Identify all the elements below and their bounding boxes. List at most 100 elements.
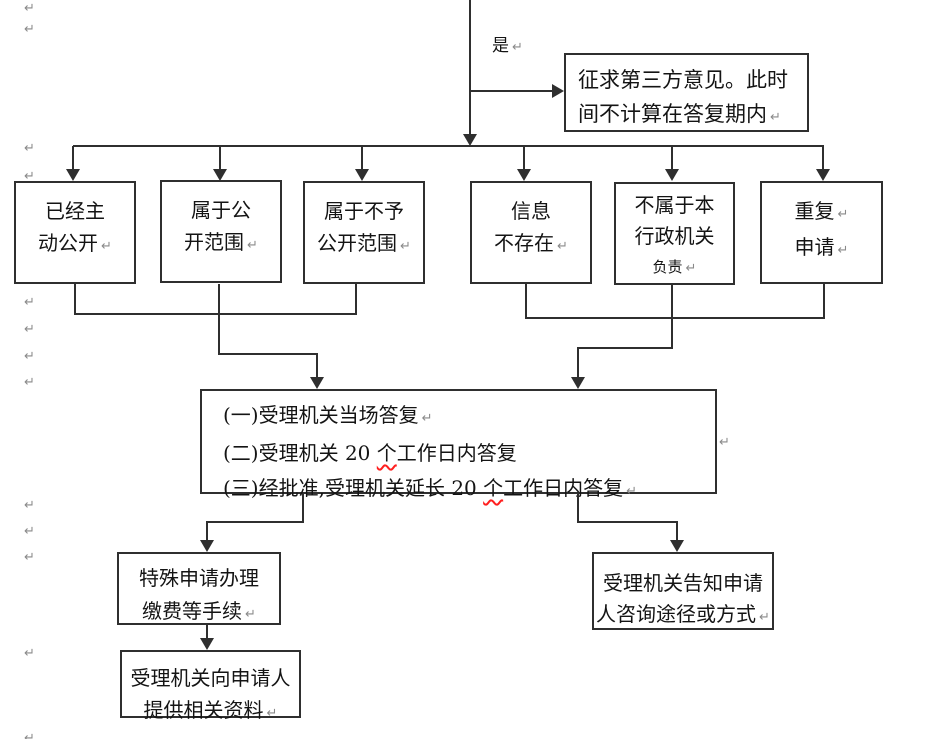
connector-yes-branch (470, 90, 552, 92)
connector-right-merge-c (823, 284, 825, 319)
box-line: 负责 (652, 258, 683, 276)
box-info-not-exist[interactable]: 信息 不存在↵ (470, 181, 592, 284)
reply-item-text: (一)受理机关当场答复 (223, 403, 419, 427)
inform-channel-box[interactable]: 受理机关告知申请 人咨询途径或方式↵ (592, 552, 774, 630)
connector-special-drop (302, 494, 304, 523)
paragraph-mark: ↵ (24, 169, 35, 184)
arrowhead-right-icon (552, 84, 564, 98)
paragraph-mark: ↵ (24, 646, 35, 661)
paragraph-mark: ↵ (24, 322, 35, 337)
connector-drop-2 (219, 146, 221, 170)
box-line: 提供相关资料 (143, 698, 264, 722)
arrowhead-down-icon (310, 377, 324, 389)
arrowhead-down-icon (200, 540, 214, 552)
paragraph-mark: ↵ (421, 411, 433, 426)
yes-text: 是 (492, 36, 509, 56)
reply-item-3: (三)经批准,受理机关延长 20 个工作日内答复↵ (223, 471, 715, 509)
arrowhead-down-icon (670, 540, 684, 552)
special-procedure-box[interactable]: 特殊申请办理 缴费等手续↵ (117, 552, 281, 625)
connector-right-merge-a (525, 284, 527, 319)
paragraph-mark: ↵ (512, 40, 523, 55)
box-non-public-scope[interactable]: 属于不予 公开范围↵ (303, 181, 425, 284)
arrowhead-down-icon (517, 169, 531, 181)
connector-drop-3 (361, 146, 363, 170)
box-not-responsible[interactable]: 不属于本 行政机关 负责↵ (614, 182, 735, 285)
connector-drop-6 (822, 146, 824, 170)
reply-item-1: (一)受理机关当场答复↵ (223, 398, 715, 436)
connector-left-merge-drop (316, 353, 318, 378)
paragraph-mark: ↵ (24, 550, 35, 565)
arrowhead-down-icon (200, 638, 214, 650)
box-line: 公开范围 (317, 231, 398, 255)
connector-right-merge-step (577, 347, 673, 349)
connector-inform-drop (577, 494, 579, 523)
connector-left-merge-a (74, 284, 76, 315)
connector-inform-step (577, 521, 678, 523)
connector-right-merge-bar (525, 317, 825, 319)
reply-item-text: (二)受理机关 20 (223, 441, 377, 465)
box-line: 缴费等手续 (142, 599, 243, 623)
yes-label: 是↵ (492, 31, 523, 56)
box-line: 受理机关告知申请 (603, 571, 763, 595)
box-line: 属于公 (191, 198, 251, 222)
connector-right-merge-drop (577, 347, 579, 378)
paragraph-mark: ↵ (24, 349, 35, 364)
third-party-line2: 间不计算在答复期内 (578, 102, 767, 126)
paragraph-mark: ↵ (24, 1, 35, 16)
paragraph-mark: ↵ (24, 524, 35, 539)
connector-left-merge-c (355, 284, 357, 315)
box-already-public[interactable]: 已经主 动公开↵ (14, 181, 136, 284)
box-line: 申请 (794, 235, 835, 259)
connector-left-merge-bar (74, 313, 357, 315)
paragraph-mark: ↵ (24, 22, 35, 37)
paragraph-mark: ↵ (247, 238, 258, 253)
box-line: 属于不予 (324, 199, 404, 223)
connector-drop-5 (671, 146, 673, 170)
connector-special-step (206, 521, 304, 523)
arrowhead-down-icon (665, 169, 679, 181)
connector-special-shaft (206, 521, 208, 540)
paragraph-mark: ↵ (719, 435, 730, 450)
provide-material-box[interactable]: 受理机关向申请人 提供相关资料↵ (120, 650, 301, 722)
reply-item-text: 工作日内答复 (503, 476, 624, 500)
connector-left-merge-step (218, 353, 318, 355)
paragraph-mark: ↵ (101, 239, 112, 254)
paragraph-mark: ↵ (24, 141, 35, 156)
paragraph-mark: ↵ (400, 239, 411, 254)
connector-drop-1 (72, 146, 74, 170)
spellcheck-squiggle: 个 (376, 441, 397, 465)
arrowhead-down-icon (66, 169, 80, 181)
box-line: 信息 (511, 199, 551, 223)
reply-options-box[interactable]: (一)受理机关当场答复↵ (二)受理机关 20 个工作日内答复 (三)经批准,受… (200, 389, 717, 500)
paragraph-mark: ↵ (685, 261, 697, 276)
third-party-box[interactable]: 征求第三方意见。此时 间不计算在答复期内↵ (564, 53, 809, 132)
box-line: 开范围 (184, 230, 245, 254)
box-line: 行政机关 (634, 224, 715, 248)
paragraph-mark: ↵ (626, 484, 638, 499)
spellcheck-squiggle: 个 (483, 476, 504, 500)
arrowhead-down-icon (463, 134, 477, 146)
connector-main-vertical (469, 0, 471, 136)
box-line: 不存在 (494, 231, 555, 255)
box-line: 不属于本 (634, 193, 715, 217)
paragraph-mark: ↵ (245, 607, 256, 622)
box-line: 已经主 (45, 199, 105, 223)
box-public-scope[interactable]: 属于公 开范围↵ (160, 180, 282, 283)
paragraph-mark: ↵ (24, 375, 35, 390)
reply-item-text: 工作日内答复 (396, 441, 517, 465)
third-party-line1: 征求第三方意见。此时 (578, 68, 788, 92)
paragraph-mark: ↵ (24, 498, 35, 513)
connector-left-merge-b (218, 284, 220, 355)
arrowhead-down-icon (571, 377, 585, 389)
reply-item-2: (二)受理机关 20 个工作日内答复 (223, 436, 715, 471)
paragraph-mark: ↵ (24, 731, 35, 739)
connector-inform-shaft (676, 521, 678, 540)
reply-item-text: (三)经批准,受理机关延长 20 (223, 476, 484, 500)
box-line: 人咨询途径或方式 (596, 602, 757, 626)
connector-distribution (73, 145, 824, 147)
box-repeat-apply[interactable]: 重复↵ 申请↵ (760, 181, 883, 284)
connector-provide-shaft (206, 625, 208, 638)
paragraph-mark: ↵ (24, 295, 35, 310)
paragraph-mark: ↵ (759, 610, 770, 625)
